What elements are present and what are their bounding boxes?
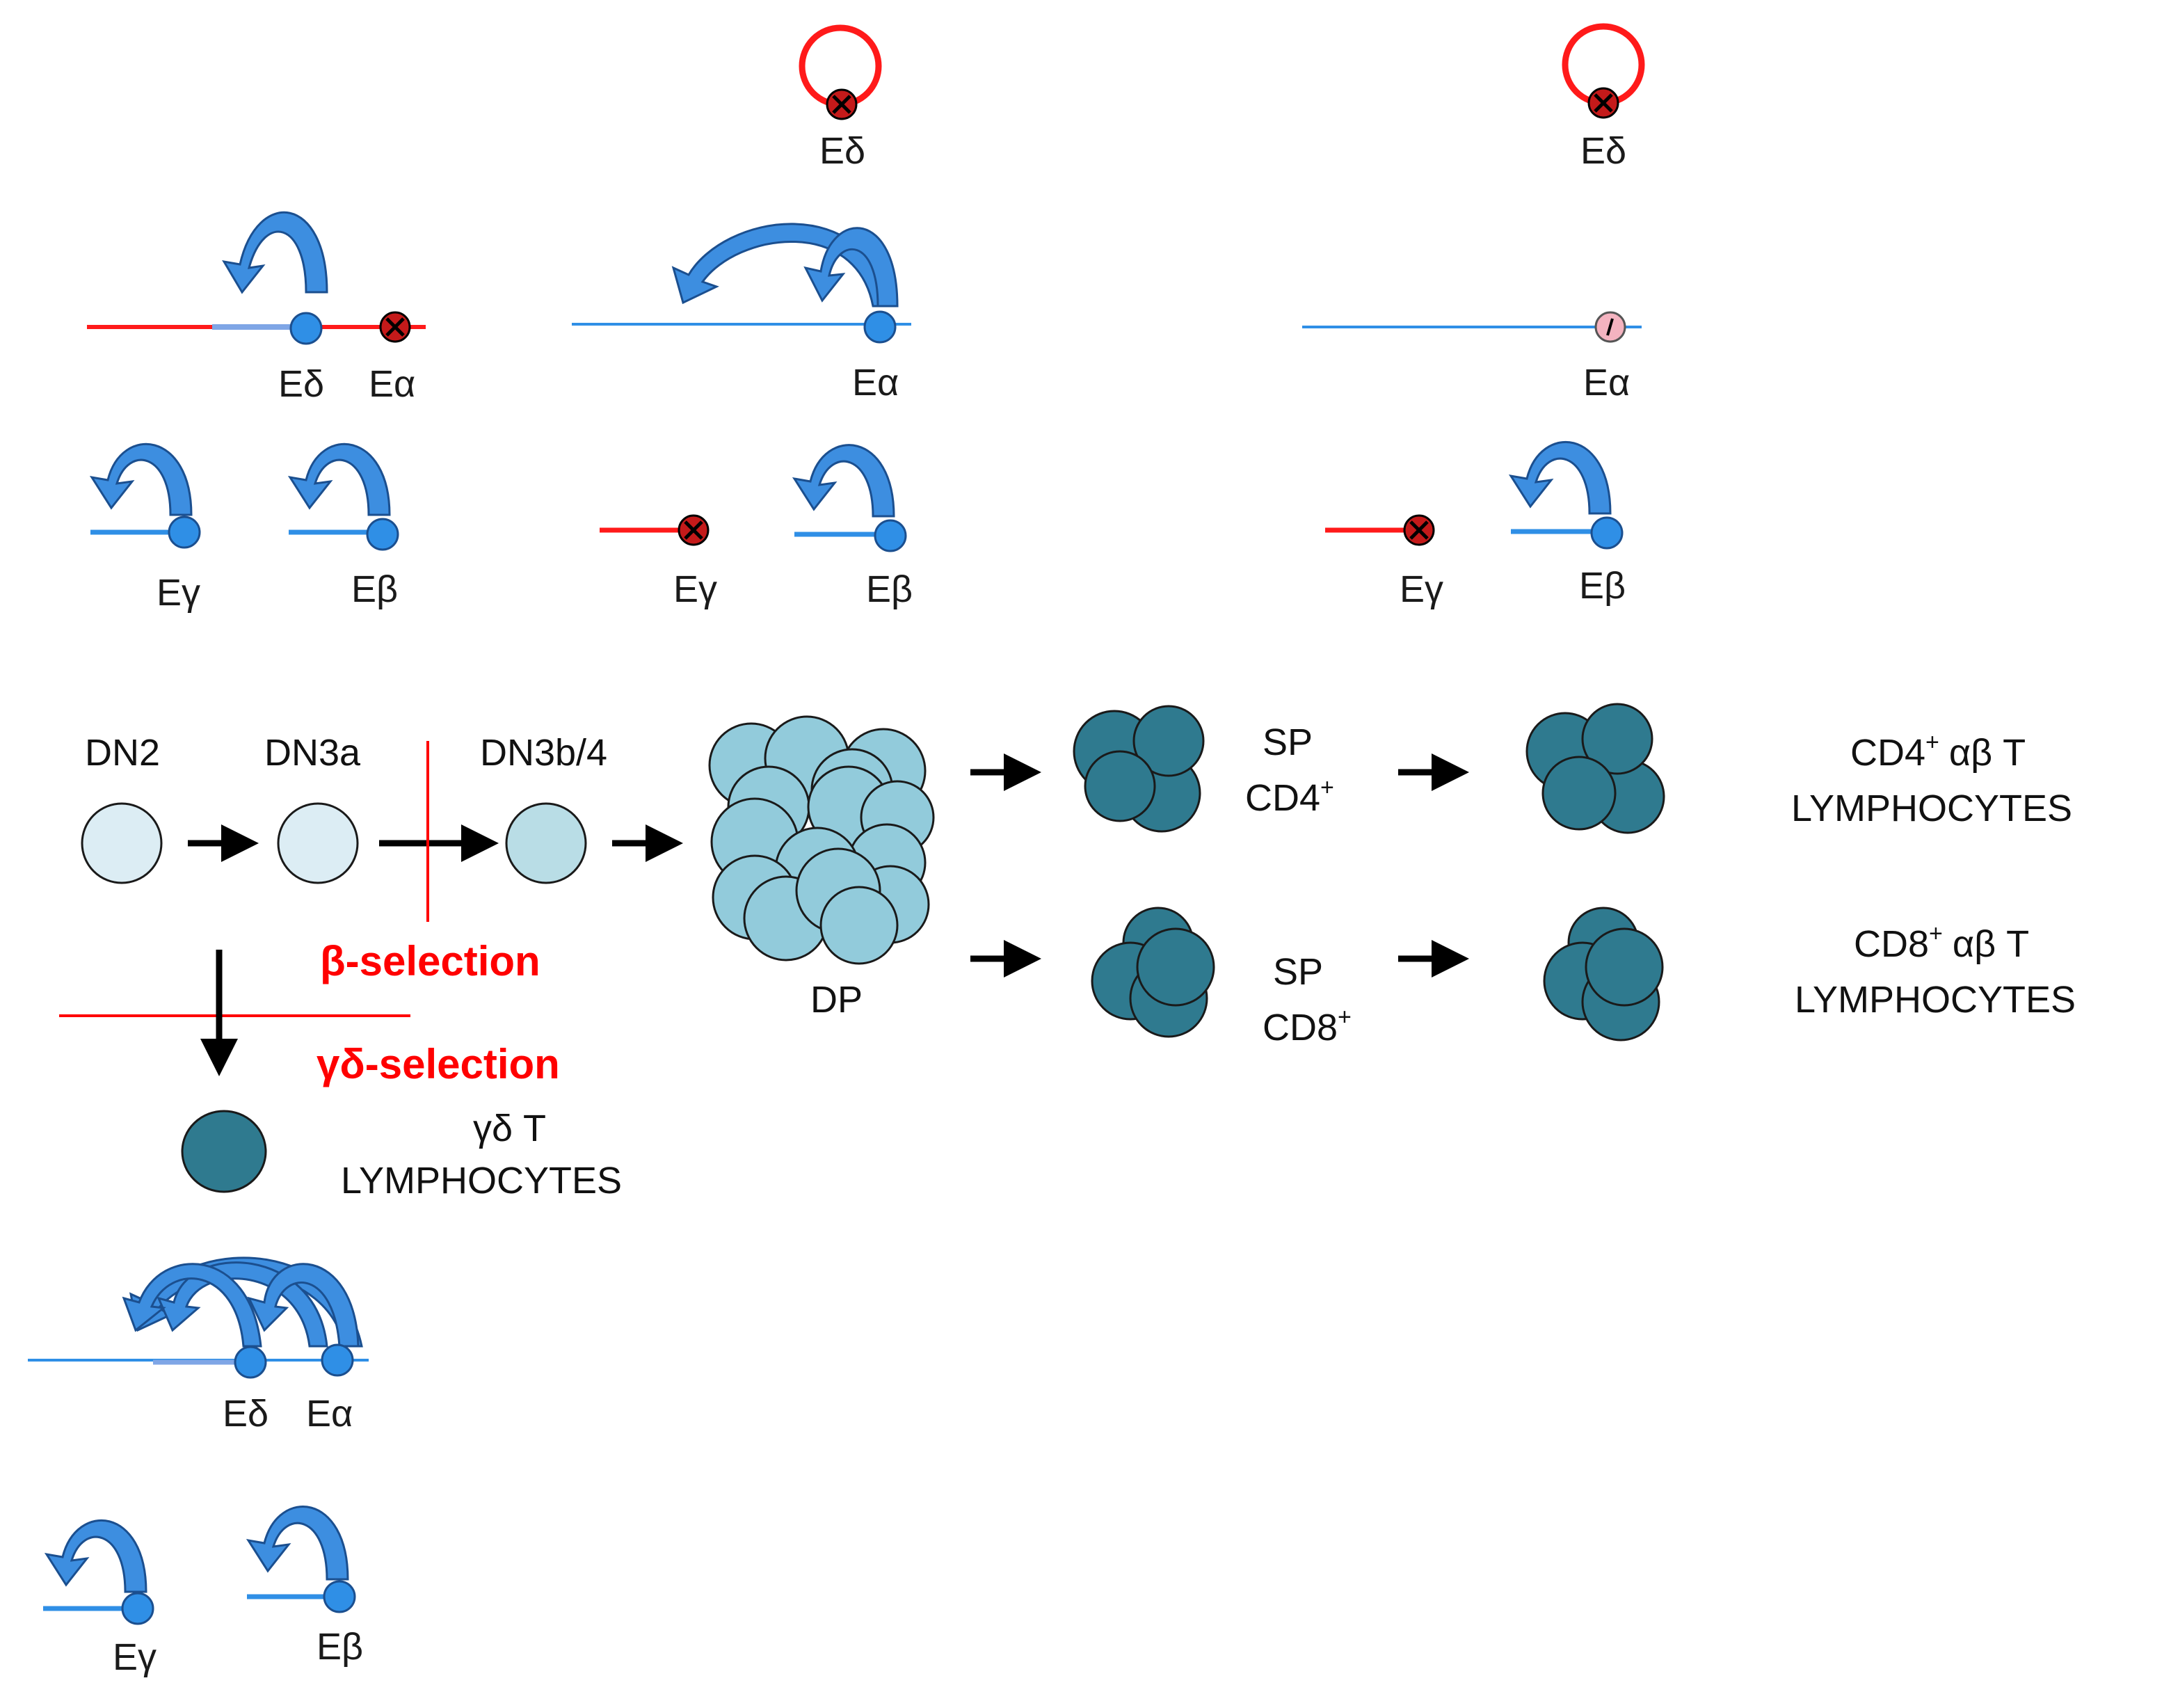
gamma-delta-t-label: γδ T [473,1108,546,1149]
label-e-gamma: Eγ [113,1636,157,1678]
enhancer-silenced-x-icon [826,88,858,120]
enhancer-silenced-x-icon [1587,87,1619,119]
looping-arrow-icon [44,1519,147,1593]
looping-arrow-icon [792,444,895,518]
looping-arrow-icon [222,211,328,294]
enhancer-active-dot-icon [234,1346,267,1379]
enhancer-active-dot-icon [321,1343,354,1377]
beta-selection-label: β-selection [320,938,540,984]
label-e-delta-circle: Eδ [819,130,865,172]
cell-icon-gamma-delta-t [181,1110,267,1193]
stage-label-dn2: DN2 [85,732,160,774]
cell-icon-dn3b4 [505,802,587,884]
cd4-label: CD4+ [1245,774,1334,819]
enhancer-active-dot-icon [323,1580,356,1613]
gamma-delta-lymphocytes-label: LYMPHOCYTES [341,1160,622,1202]
stage-label-dn3a: DN3a [264,732,361,774]
label-e-alpha: Eα [1583,362,1630,404]
enhancer-active-dot-icon [121,1592,154,1625]
enhancer-active-dot-icon [289,312,323,345]
cd8-outcome-label: CD8+αβ T [1854,920,2029,965]
enhancer-silenced-x-icon [678,514,710,546]
stage-label-dn3b4: DN3b/4 [480,732,607,774]
enhancer-silenced-x-icon [1403,514,1435,546]
sp-label-cd4: SP [1263,721,1313,763]
cd4-lymphocytes-label: LYMPHOCYTES [1791,788,2072,829]
stage-label-dp: DP [810,979,863,1021]
label-e-beta: Eβ [1579,565,1626,607]
sp-cd4-cell-cluster [1073,705,1205,833]
label-e-alpha: Eα [852,362,899,404]
enhancer-silenced-x-icon [379,311,411,343]
sp-cd8-cell-cluster [1091,907,1215,1038]
label-e-delta: Eδ [278,363,324,405]
enhancer-active-dot-icon [874,519,907,552]
enhancer-primed-slash-icon [1594,311,1626,343]
mature-cd4-cell-cluster [1525,703,1665,834]
label-e-delta-circle: Eδ [1580,130,1626,172]
dn2-enhancer-panel: Eδ Eα Eγ Eβ [87,211,426,614]
enhancer-active-dot-icon [168,516,201,549]
cell-icon-dn3a [277,802,359,884]
label-e-alpha: Eα [369,363,415,405]
looping-arrow-icon [89,442,193,516]
label-e-beta: Eβ [351,568,398,610]
cell-icon-dn2 [81,802,163,884]
looping-arrow-icon [247,1263,360,1348]
gamma-delta-enhancer-panel: Eδ Eα Eγ Eβ [28,1256,369,1678]
sp-label-cd8: SP [1273,951,1323,993]
label-e-alpha: Eα [306,1393,353,1435]
enhancer-active-dot-icon [366,518,399,551]
gamma-delta-selection-label: γδ-selection [317,1041,560,1087]
label-e-beta: Eβ [866,568,913,610]
label-e-beta: Eβ [317,1626,363,1668]
looping-arrow-icon [1508,440,1612,515]
looping-arrow-icon [246,1506,349,1581]
dp-cell-cluster [708,715,935,965]
development-pathway: DN2 DN3a DN3b/4 β-selection γδ-selection… [59,703,2076,1202]
cd8-label: CD8+ [1263,1004,1352,1048]
enhancer-active-dot-icon [863,310,897,344]
mature-enhancer-panel: Eδ Eα Eγ Eβ [1302,23,1645,610]
cd4-outcome-label: CD4+αβ T [1850,729,2026,774]
looping-arrow-icon [122,1263,262,1348]
label-e-gamma: Eγ [157,572,200,614]
label-e-gamma: Eγ [1400,568,1443,610]
label-e-gamma: Eγ [673,568,717,610]
enhancer-active-dot-icon [1590,516,1624,550]
label-e-delta: Eδ [223,1393,269,1435]
looping-arrow-icon [803,227,899,308]
looping-arrow-icon [287,442,391,516]
cd8-lymphocytes-label: LYMPHOCYTES [1795,979,2076,1021]
mature-cd8-cell-cluster [1543,907,1664,1041]
dp-enhancer-panel: Eδ Eα Eγ Eβ [572,24,913,610]
